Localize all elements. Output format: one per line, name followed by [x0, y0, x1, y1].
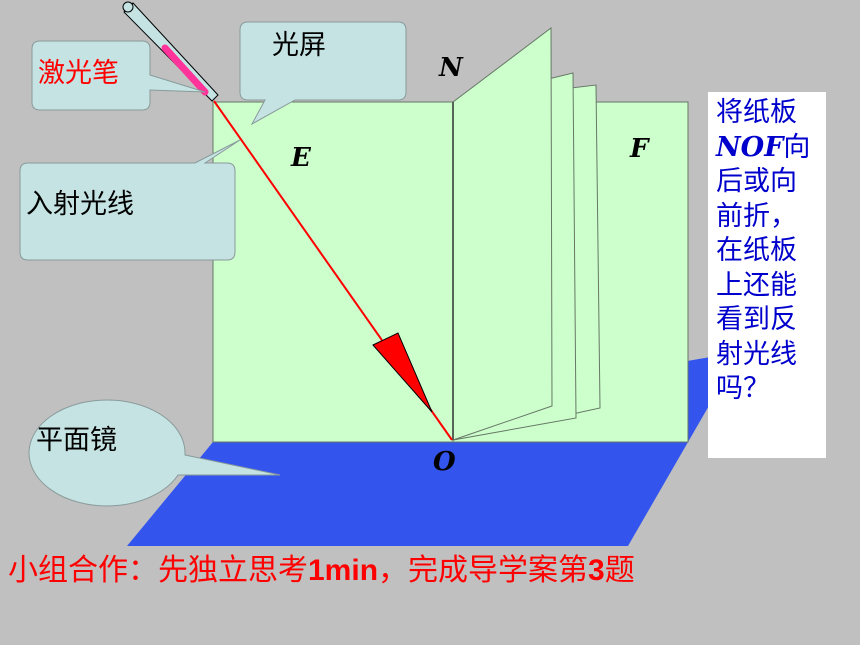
callout-incident-ray [19, 139, 241, 261]
callout-light-screen [239, 21, 407, 126]
label-O: O [433, 447, 456, 477]
task-prefix: 小组合作：先独立思考 [8, 553, 308, 588]
question-line: 前折， [716, 200, 797, 232]
task-middle: ，完成导学案第 [378, 553, 589, 588]
callout-incident-ray-text: 入射光线 [26, 189, 134, 220]
question-line: 将纸板 [716, 97, 797, 128]
question-line: 上还能 [716, 269, 797, 301]
question-line-rest: 向 [783, 131, 811, 163]
label-E: E [291, 143, 311, 173]
ray-arrowhead-icon [372, 332, 433, 413]
nof-label: NOF [716, 131, 784, 163]
question-line-nof: NOF向 [716, 131, 822, 166]
question-line: 看到反 [716, 304, 797, 335]
callout-laser-pen-text: 激光笔 [38, 58, 119, 89]
label-N: N [439, 53, 463, 83]
question-line: 射光线 [716, 338, 797, 370]
question-box: 将纸板 NOF向 后或向 前折， 在纸板 上还能 看到反 射光线 吗？ [708, 92, 826, 458]
callout-plane-mirror [28, 399, 281, 507]
question-line: 后或向 [716, 166, 797, 197]
fold-page-1 [452, 26, 553, 441]
task-duration: 1min [308, 554, 379, 587]
task-instruction: 小组合作：先独立思考1min，完成导学案第3题 [8, 556, 635, 586]
question-line: 在纸板 [716, 235, 797, 266]
question-line: 吗？ [716, 373, 770, 404]
callout-light-screen-text: 光屏 [272, 30, 326, 61]
task-number: 3 [588, 554, 605, 587]
label-F: F [630, 134, 649, 164]
callout-laser-pen [31, 40, 206, 111]
task-suffix: 题 [604, 553, 635, 588]
laser-pen-icon [122, 1, 219, 102]
callout-plane-mirror-text: 平面镜 [36, 425, 117, 456]
